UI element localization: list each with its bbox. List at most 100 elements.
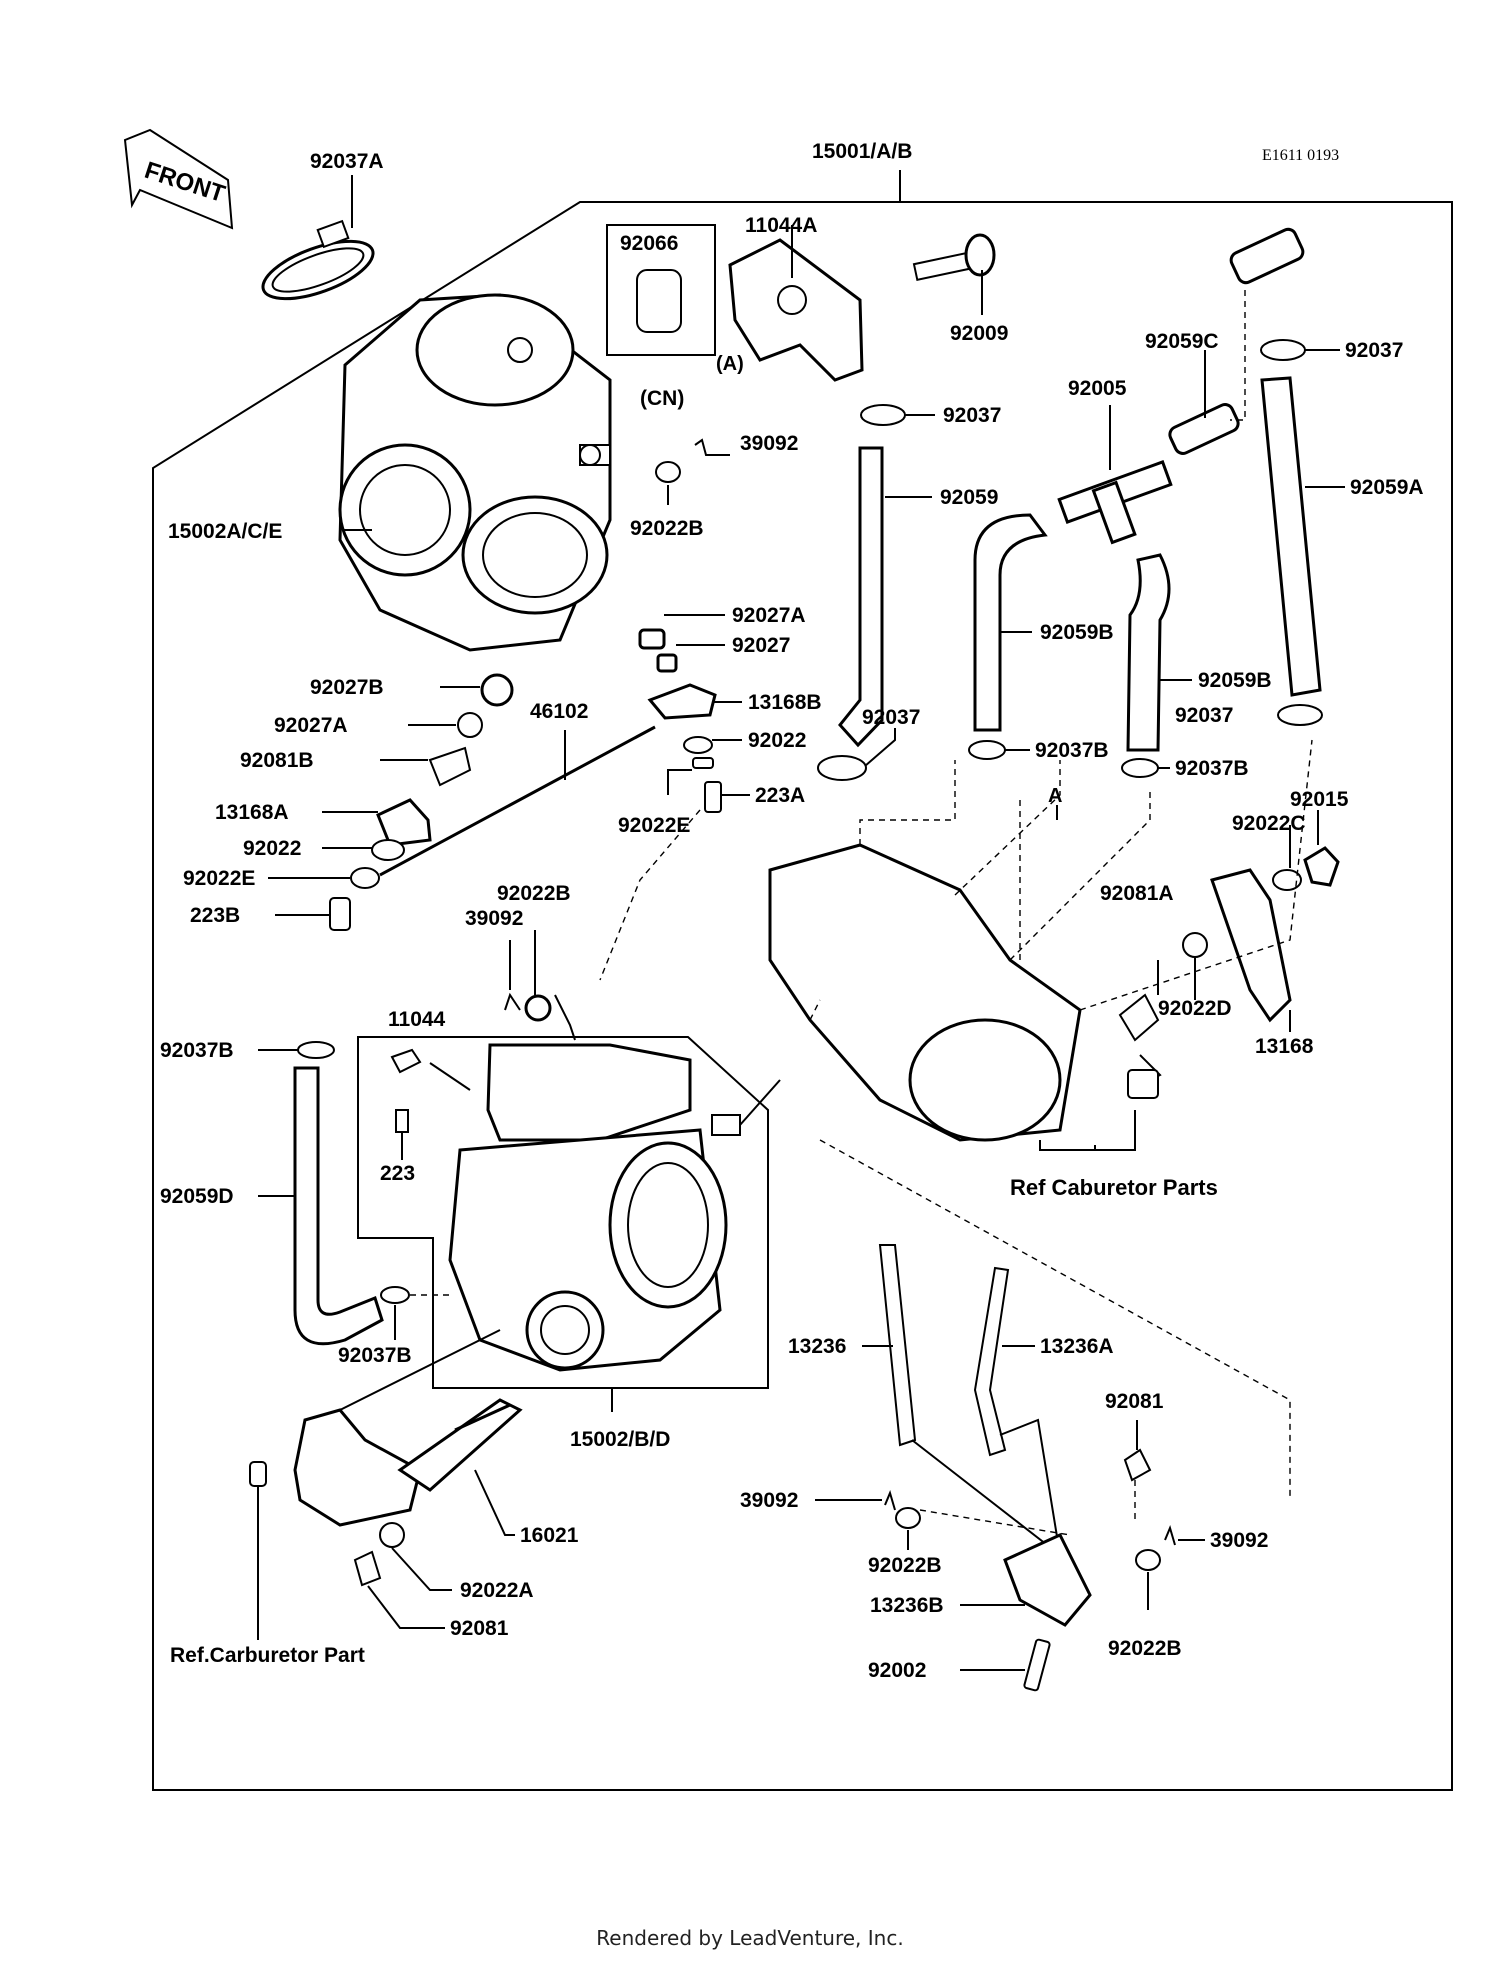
label-92005: 92005 — [1068, 377, 1127, 400]
link-13236A — [973, 1266, 1010, 1457]
label-92081B: 92081B — [240, 749, 314, 772]
label-13236B: 13236B — [870, 1594, 944, 1617]
dash-hose-top — [1230, 290, 1246, 421]
label-92059C: 92059C — [1145, 330, 1219, 353]
screw-ref-parts — [1127, 1069, 1159, 1099]
cap-92027B — [480, 673, 514, 707]
t-joint-92005 — [1057, 459, 1173, 545]
carburetor-lower — [448, 1043, 728, 1372]
leader-16021-upper — [339, 1329, 501, 1411]
label-16021: 16021 — [520, 1524, 579, 1547]
dash-guide-1 — [859, 760, 956, 845]
label-15002ACE: 15002A/C/E — [168, 520, 282, 543]
washer-92022-b — [371, 839, 405, 861]
label-92066: 92066 — [620, 232, 678, 255]
link-13236 — [878, 1244, 917, 1447]
label-92059B-2: 92059B — [1198, 669, 1272, 692]
label-cn: (CN) — [640, 387, 684, 410]
label-92081A: 92081A — [1100, 882, 1174, 905]
screw-92009 — [912, 233, 996, 282]
dash-guide-5 — [819, 1139, 1291, 1500]
label-92009: 92009 — [950, 322, 1008, 345]
dash-guide-10 — [919, 1480, 1136, 1536]
dash-guide-4 — [1079, 739, 1313, 1011]
label-ref-caburetor-parts: Ref Caburetor Parts — [1010, 1175, 1218, 1200]
label-92037B-2: 92037B — [1175, 757, 1249, 780]
carburetor-upper — [338, 293, 612, 652]
lever-13168 — [1210, 868, 1292, 1023]
label-223: 223 — [380, 1162, 415, 1185]
hose-clamp-92037A — [261, 219, 375, 301]
label-92037A: 92037A — [310, 150, 384, 173]
screw-223A — [704, 781, 722, 813]
washer-92022D — [1182, 932, 1208, 958]
leader-screw-middle — [739, 1079, 781, 1126]
leader-16021 — [474, 1469, 515, 1536]
spring-92081-lower — [353, 1550, 382, 1587]
clamp-92037B-d — [380, 1286, 410, 1304]
clamp-92037B-a — [968, 740, 1006, 760]
label-92022-2: 92022 — [243, 837, 301, 860]
cn-box — [606, 224, 716, 356]
hose-92059 — [838, 446, 884, 748]
hose-92059B-left — [973, 513, 1048, 732]
leader-92022A — [391, 1547, 452, 1591]
label-15001: 15001/A/B — [812, 140, 912, 163]
bracket-ref-parts — [1039, 1110, 1136, 1151]
clip-39092-mid — [504, 992, 521, 1011]
label-92027A-1: 92027A — [732, 604, 806, 627]
dash-guide-2 — [954, 760, 1061, 896]
nut-92015 — [1303, 846, 1340, 887]
clip-39092-right-a — [884, 1490, 896, 1511]
bracket-11044A — [728, 238, 864, 382]
label-92022-1: 92022 — [748, 729, 806, 752]
washer-92022-a — [683, 736, 713, 754]
label-92022B-3: 92022B — [868, 1554, 942, 1577]
label-46102: 46102 — [530, 700, 588, 723]
bracket-11044 — [390, 1048, 422, 1074]
label-13168B: 13168B — [748, 691, 822, 714]
label-92037B-1: 92037B — [1035, 739, 1109, 762]
holder-13168B — [647, 683, 717, 720]
label-13236: 13236 — [788, 1335, 846, 1358]
clamp-92037-a — [860, 404, 906, 426]
label-92037-3: 92037 — [862, 706, 920, 729]
seal-92027A — [638, 628, 666, 650]
hose-92059C — [1168, 403, 1240, 455]
label-39092-4: 39092 — [1210, 1529, 1268, 1552]
label-92037B-4: 92037B — [338, 1344, 412, 1367]
label-A-2: A — [1048, 785, 1062, 807]
label-92037-1: 92037 — [1345, 339, 1403, 362]
label-92027: 92027 — [732, 634, 790, 657]
label-92022C: 92022C — [1232, 812, 1306, 835]
spring-92081-right — [1123, 1448, 1152, 1482]
label-92059A: 92059A — [1350, 476, 1424, 499]
leader-92022E-1 — [667, 769, 692, 795]
label-92059D: 92059D — [160, 1185, 234, 1208]
front-arrow-icon: FRONT — [123, 128, 234, 230]
clamp-92037B-c — [297, 1041, 335, 1059]
label-92022E-2: 92022E — [183, 867, 255, 890]
label-92022A: 92022A — [460, 1579, 534, 1602]
washer-92022C — [1272, 869, 1302, 891]
leader-11044 — [429, 1062, 471, 1091]
dash-guide-8 — [599, 809, 701, 981]
label-13168: 13168 — [1255, 1035, 1314, 1058]
label-92015: 92015 — [1290, 788, 1349, 811]
label-92037-4: 92037 — [1175, 704, 1233, 727]
seal-92027 — [656, 653, 678, 673]
label-92027A-2: 92027A — [274, 714, 348, 737]
washer-92022E-a — [692, 757, 714, 769]
label-39092-2: 39092 — [465, 907, 523, 930]
washer-92022B-top — [655, 461, 681, 483]
cap-92066 — [636, 269, 682, 333]
screw-223B — [329, 897, 351, 931]
label-92022E-1: 92022E — [618, 814, 690, 837]
connect-13236 — [911, 1418, 1061, 1556]
spring-92081B — [428, 746, 472, 787]
seal-92027A-b — [457, 712, 483, 738]
carb-diaphragm — [908, 1018, 1062, 1142]
main-frame — [152, 201, 1453, 1791]
spring-92081A — [1118, 993, 1160, 1042]
bolt-92002 — [1023, 1638, 1051, 1692]
